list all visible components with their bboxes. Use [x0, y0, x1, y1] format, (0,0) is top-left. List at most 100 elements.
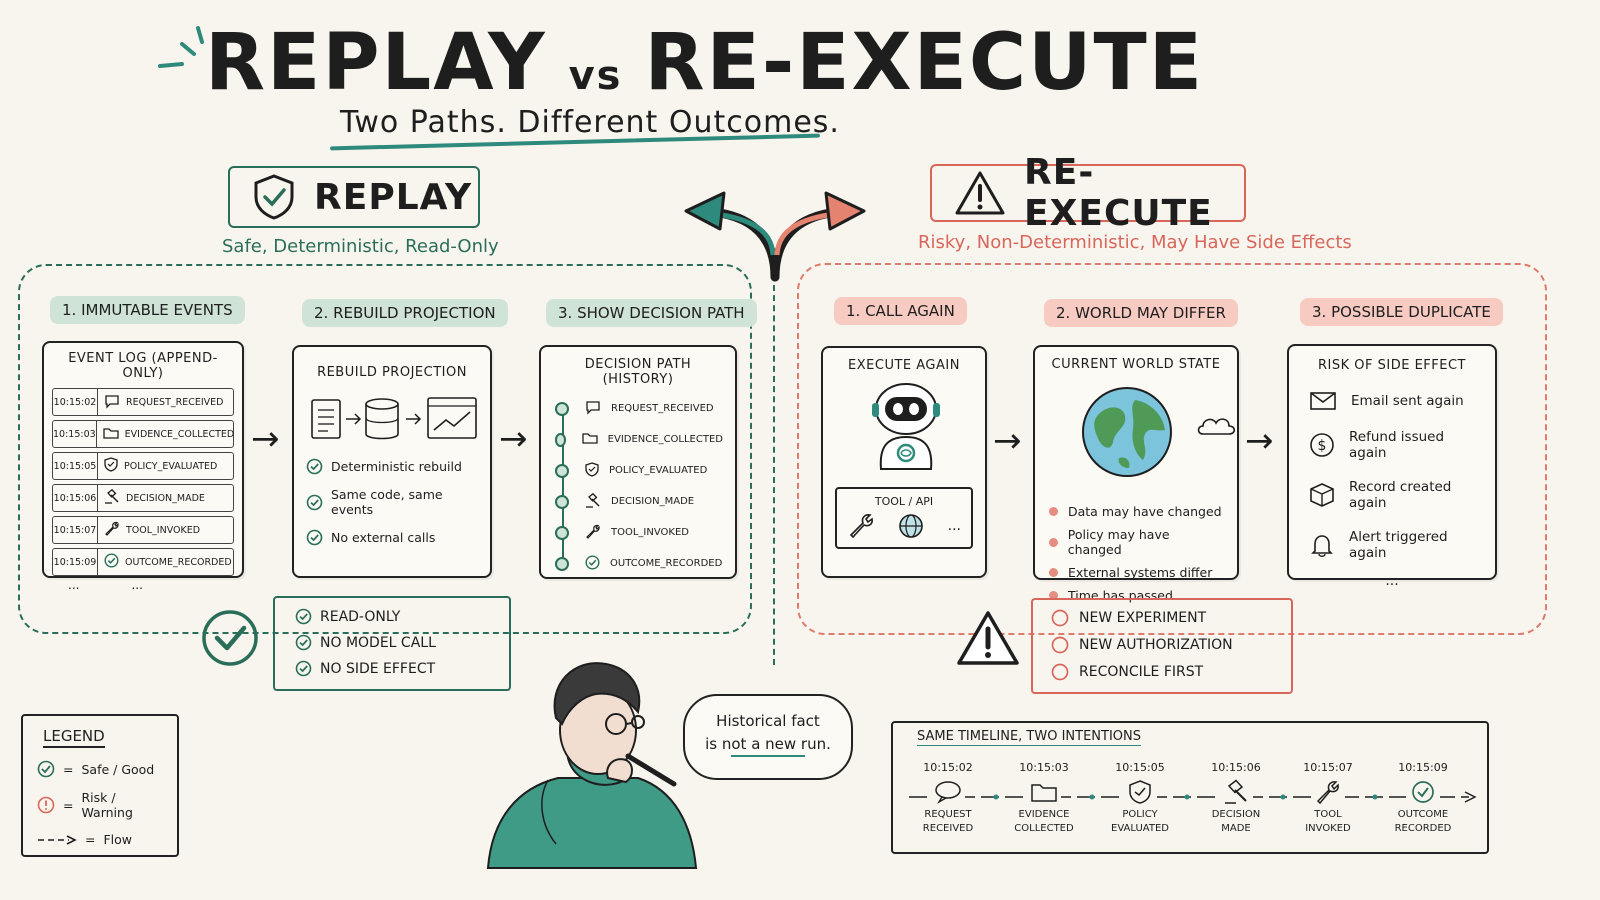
replay-header-label: REPLAY [314, 176, 473, 218]
decision-path-label: EVIDENCE_COLLECTED [607, 434, 723, 445]
timeline-label-2: COLLECTED [1014, 822, 1074, 834]
timeline-label-2: INVOKED [1305, 822, 1351, 834]
legend-item-flow: = Flow [37, 832, 163, 847]
timeline-time: 10:15:03 [1019, 761, 1069, 774]
page-subtitle: Two Paths. Different Outcomes. [340, 105, 840, 140]
legend-box: LEGEND = Safe / Good = Risk / Warning = … [21, 714, 179, 857]
speech-underline [731, 755, 805, 757]
reexecute-requirement-item: RECONCILE FIRST [1051, 663, 1273, 681]
check-circle-icon [306, 458, 323, 475]
timeline-time: 10:15:07 [1303, 761, 1353, 774]
check-circle-icon [104, 553, 119, 571]
event-time: 10:15:09 [53, 549, 98, 575]
flow-arrow: → [499, 419, 528, 459]
svg-text:$: $ [1318, 438, 1327, 454]
side-effect-label: Email sent again [1351, 393, 1464, 409]
speech-bubble-icon [931, 778, 965, 806]
speech-bubble-icon [104, 394, 120, 411]
rebuild-check-item: Same code, same events [306, 487, 478, 517]
event-time: 10:15:07 [53, 517, 98, 543]
timeline-label-1: OUTCOME [1397, 809, 1449, 820]
rebuild-check-item: Deterministic rebuild [306, 458, 478, 475]
legend-label: Flow [103, 832, 133, 847]
replay-header: REPLAY [228, 166, 480, 228]
side-effect-item: Email sent again [1309, 391, 1475, 411]
decision-path-label: DECISION_MADE [611, 496, 695, 507]
folder-icon [1027, 778, 1061, 806]
dollar-circle-icon: $ [1309, 432, 1335, 458]
side-effect-label: Alert triggered again [1349, 529, 1448, 561]
timeline-label-1: DECISION [1211, 809, 1261, 820]
replay-guarantee-label: NO MODEL CALL [320, 634, 436, 651]
replay-step-3: 3. SHOW DECISION PATH [546, 299, 757, 327]
bullet-dot [1049, 568, 1058, 577]
decision-path-item: DECISION_MADE [553, 486, 723, 517]
timeline-node [555, 556, 569, 571]
flow-arrow: → [251, 419, 280, 459]
timeline-label-1: TOOL [1314, 809, 1342, 820]
world-state-item: Data may have changed [1049, 504, 1223, 519]
folder-icon [103, 426, 119, 443]
event-name: TOOL_INVOKED [126, 524, 201, 536]
reexecute-step-3: 3. POSSIBLE DUPLICATE [1300, 298, 1503, 326]
event-time: 10:15:06 [53, 485, 98, 511]
earth-globe-icon [1082, 387, 1172, 477]
reexecute-requirement-label: RECONCILE FIRST [1079, 664, 1204, 680]
event-log-more-time: ... [68, 578, 80, 592]
replay-guarantee-item: NO SIDE EFFECT [295, 660, 489, 677]
event-name: POLICY_EVALUATED [124, 460, 218, 472]
event-log-title: EVENT LOG (APPEND-ONLY) [68, 351, 218, 381]
check-circle-icon [306, 494, 323, 510]
check-circle-icon [37, 760, 55, 778]
timeline-box: SAME TIMELINE, TWO INTENTIONS 10:15:02 R… [891, 721, 1489, 854]
timeline-label-1: POLICY [1122, 809, 1158, 820]
timeline-label-2: MADE [1221, 822, 1251, 834]
event-log-row: 10:15:05 POLICY_EVALUATED [52, 452, 234, 480]
replay-guarantee-item: NO MODEL CALL [295, 634, 489, 651]
title-vs: vs [568, 53, 623, 99]
event-time: 10:15:03 [53, 421, 97, 447]
reexecute-requirement-label: NEW AUTHORIZATION [1079, 637, 1233, 653]
event-time: 10:15:05 [53, 453, 98, 479]
warning-triangle-icon [955, 171, 1005, 215]
world-state-label: Data may have changed [1068, 504, 1222, 519]
event-log-row: 10:15:02 REQUEST_RECEIVED [52, 388, 234, 416]
flow-arrow: → [993, 421, 1022, 461]
legend-item-safe: = Safe / Good [37, 760, 163, 778]
side-effect-label: Record created again [1349, 479, 1452, 511]
legend-title: LEGEND [43, 727, 105, 748]
event-log-row: 10:15:07 TOOL_INVOKED [52, 516, 234, 544]
big-check-circle-icon [202, 610, 258, 666]
execute-again-title: EXECUTE AGAIN [848, 358, 960, 373]
event-log-row: 10:15:09 OUTCOME_RECORDED [52, 548, 234, 576]
timeline-node [555, 463, 569, 478]
reexecute-step-2: 2. WORLD MAY DIFFER [1044, 299, 1238, 327]
world-state-label: External systems differ [1068, 565, 1213, 580]
reexecute-requirement-item: NEW AUTHORIZATION [1051, 636, 1273, 654]
replay-step-1: 1. IMMUTABLE EVENTS [50, 296, 245, 324]
wrench-icon [1311, 778, 1345, 806]
legend-label: Risk / Warning [81, 790, 133, 820]
timeline-item: 10:15:07 TOOL INVOKED [1288, 761, 1368, 835]
gavel-icon [1219, 778, 1253, 806]
event-log-card: EVENT LOG (APPEND-ONLY) 10:15:02 REQUEST… [42, 341, 244, 592]
check-circle-icon [295, 660, 312, 677]
side-effect-label: Refund issued again [1349, 429, 1445, 461]
shield-icon [104, 457, 118, 475]
event-name: EVIDENCE_COLLECTED [124, 428, 235, 440]
speech-bubble-icon [585, 400, 601, 417]
warning-triangle-icon [957, 611, 1019, 665]
bell-icon [1309, 532, 1335, 558]
event-log-row: 10:15:03 EVIDENCE_COLLECTED [52, 420, 234, 448]
center-divider [773, 285, 775, 665]
decision-path-item: TOOL_INVOKED [553, 517, 723, 548]
wrench-icon [104, 521, 120, 539]
cloud-icon [1197, 418, 1236, 435]
globe-icon [899, 514, 924, 538]
timeline-node [555, 401, 569, 416]
reexecute-tagline: Risky, Non-Deterministic, May Have Side … [918, 232, 1352, 253]
